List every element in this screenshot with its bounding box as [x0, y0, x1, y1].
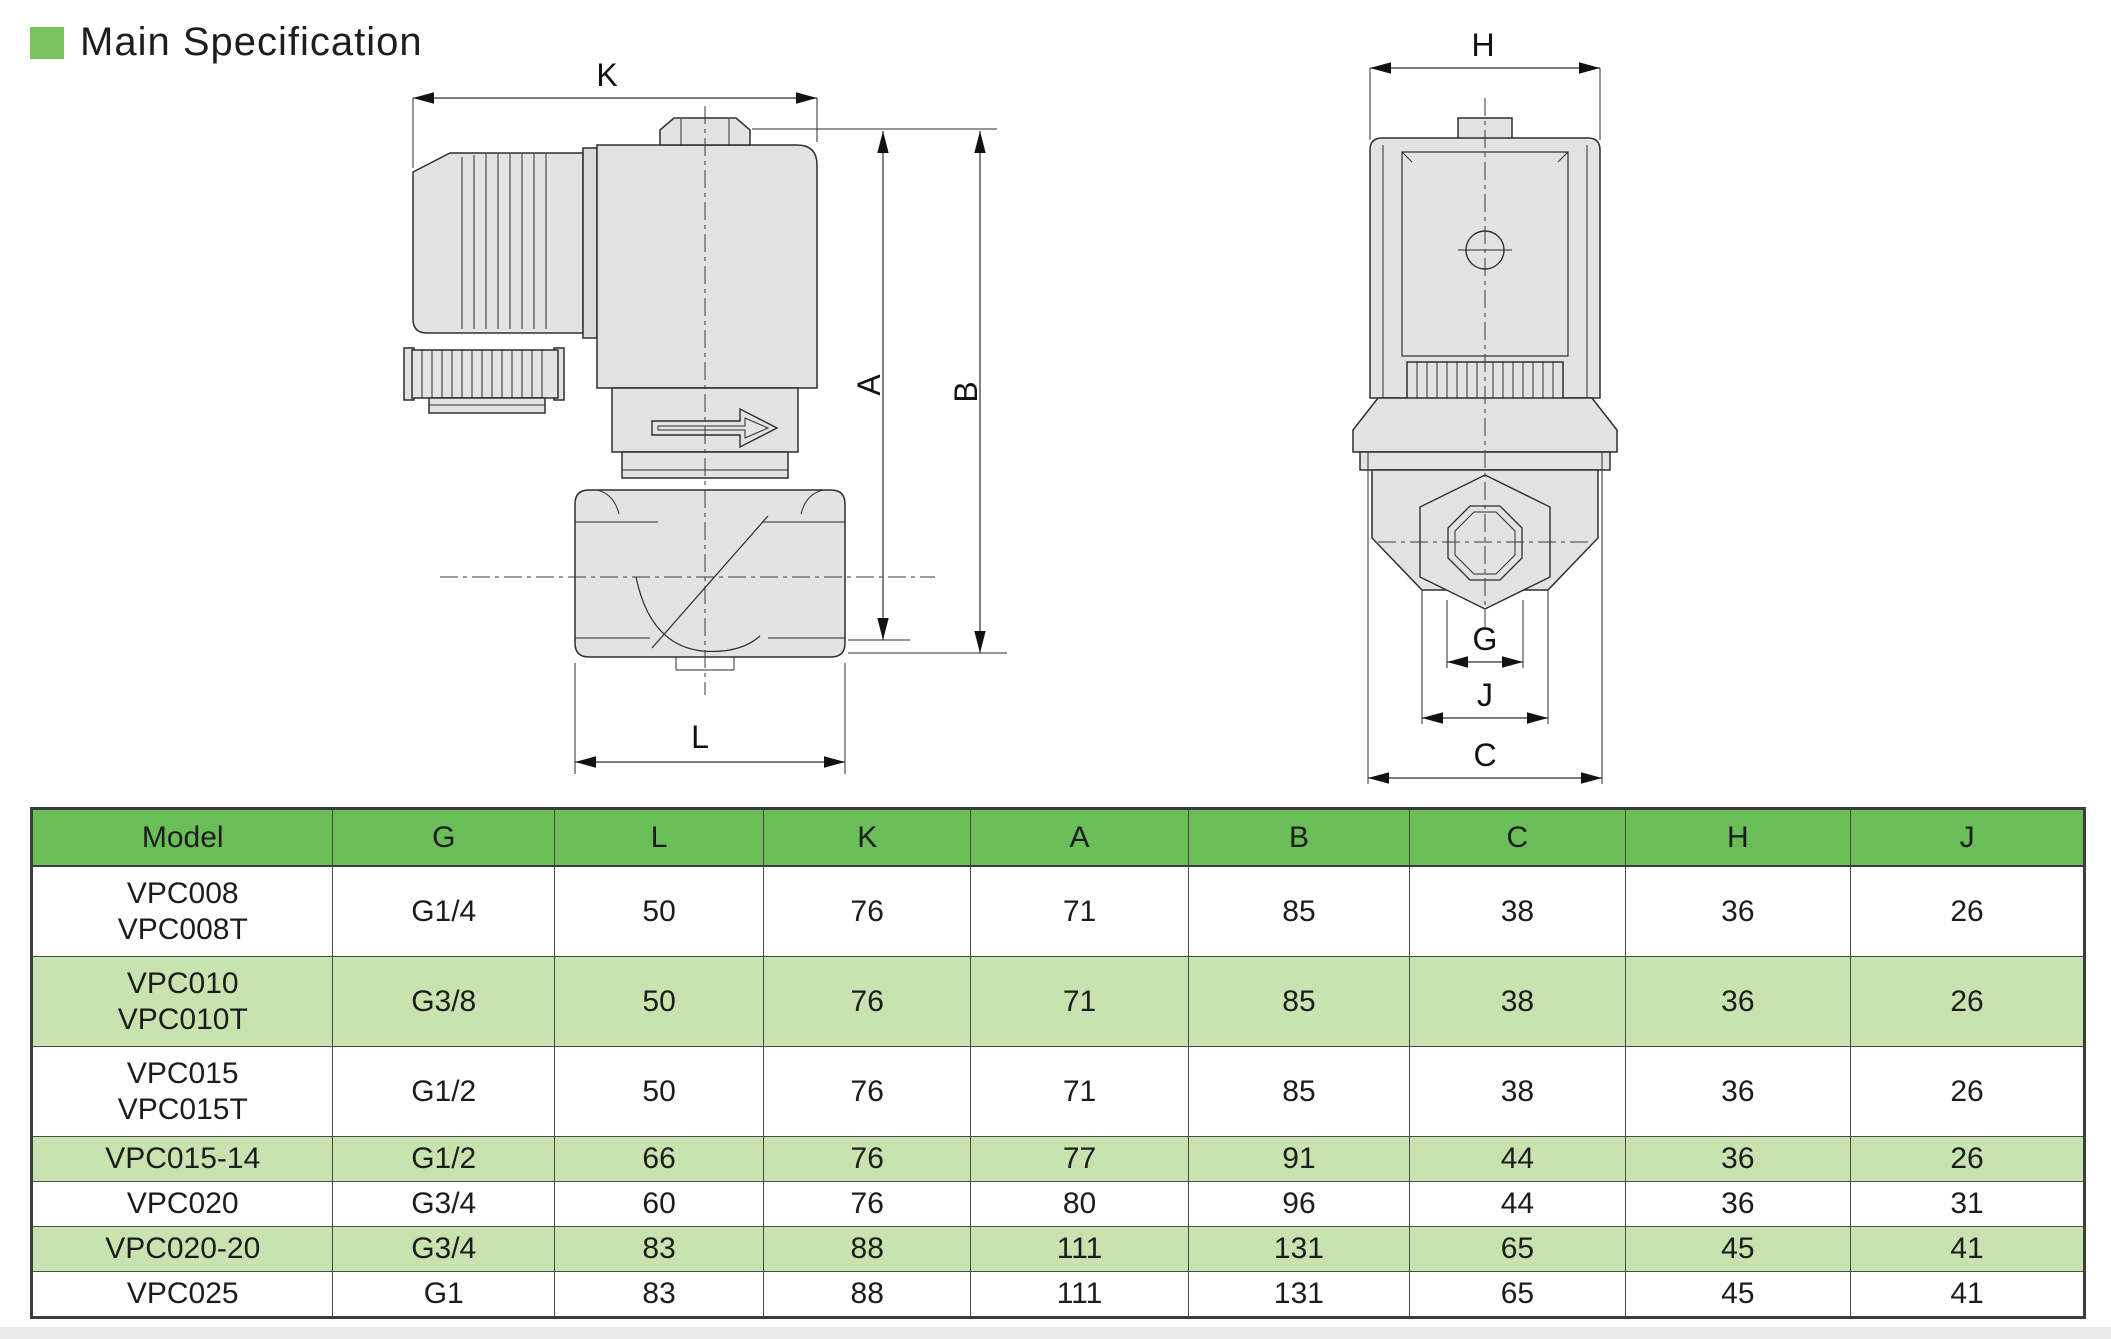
cable-gland-nut [403, 347, 565, 414]
front-view-drawing: H [1352, 27, 1618, 784]
col-header-a: A [970, 808, 1189, 867]
model-cell: VPC025 [30, 1271, 334, 1318]
g-dim-label: G [1473, 621, 1498, 657]
valve-body [574, 489, 846, 671]
bottom-divider-strip [0, 1327, 2111, 1339]
port-thread-inner [1454, 511, 1516, 575]
col-header-c: C [1409, 808, 1626, 867]
c-dim-label: C [1473, 737, 1496, 773]
a-dim-label: A [851, 374, 887, 396]
model-cell: VPC015-14 [30, 1136, 334, 1182]
flow-arrow-icon [651, 407, 779, 449]
coil-body [596, 117, 818, 389]
din-connector [412, 147, 598, 339]
b-dim-label: B [948, 381, 984, 402]
h-dimension: H [1369, 27, 1601, 140]
g-dimension: G [1447, 621, 1523, 668]
model-cell: VPC020 [30, 1181, 334, 1227]
k-dim-label: K [596, 57, 617, 93]
side-view-drawing: K [403, 57, 1007, 774]
l-dim-label: L [691, 719, 709, 755]
col-header-l: L [553, 808, 765, 867]
col-header-g: G [332, 808, 555, 867]
col-header-j: J [1850, 808, 2085, 867]
col-header-h: H [1624, 808, 1852, 867]
col-header-b: B [1187, 808, 1411, 867]
page-title-text: Main Specification [80, 20, 423, 64]
l-dimension: L [574, 663, 846, 774]
j-dimension: J [1422, 677, 1548, 724]
c-dimension: C [1368, 737, 1602, 784]
table-header-row: Model G L K A B C H J [30, 808, 2085, 867]
j-dim-label: J [1477, 677, 1493, 713]
port-thread-outer [1447, 505, 1523, 581]
green-square-bullet-icon [30, 26, 64, 59]
page-title: Main Specification [30, 20, 423, 65]
a-b-dimensions: A B [752, 128, 1007, 654]
h-dim-label: H [1471, 27, 1494, 63]
front-view-centerlines [1378, 98, 1592, 630]
side-view-centerlines [440, 106, 935, 695]
k-dimension: K [412, 57, 818, 168]
col-header-k: K [763, 808, 972, 867]
technical-drawings: K [403, 27, 1618, 784]
col-header-model: Model [30, 808, 334, 867]
model-cell: VPC020-20 [30, 1226, 334, 1272]
